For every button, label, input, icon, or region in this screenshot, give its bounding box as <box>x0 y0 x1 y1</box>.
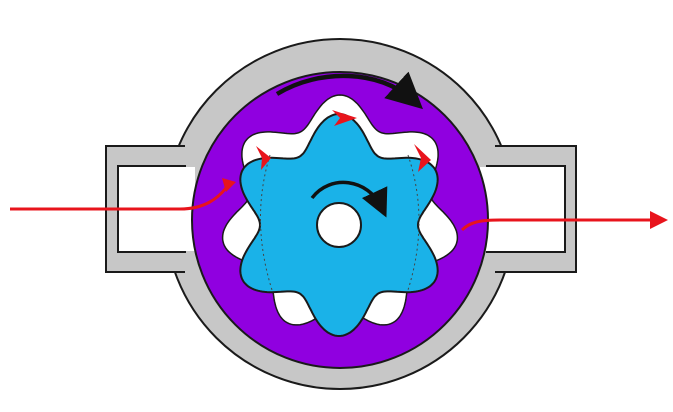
outlet-port <box>480 146 576 272</box>
shaft-bore <box>317 203 361 247</box>
